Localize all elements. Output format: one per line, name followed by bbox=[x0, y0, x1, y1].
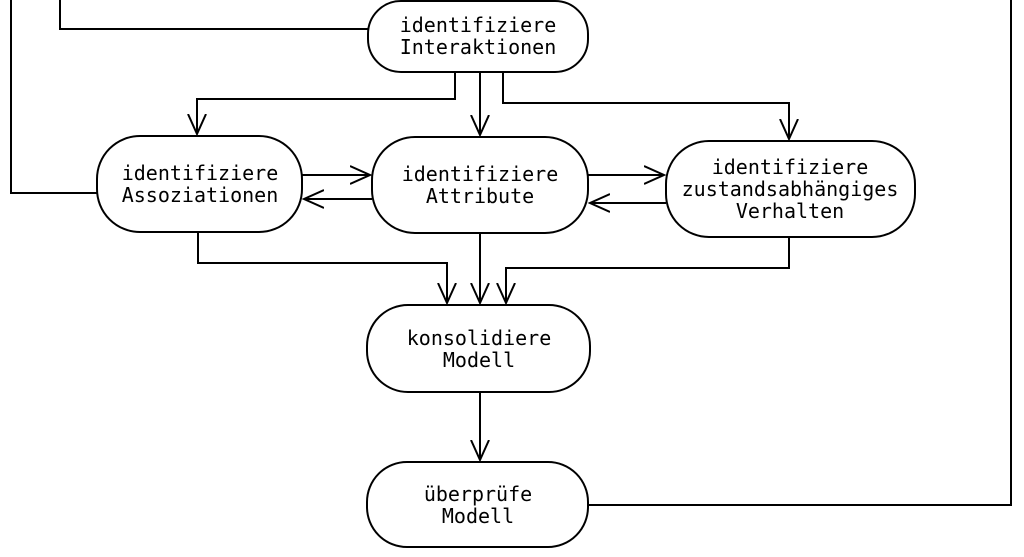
node-identifiziere-attribute bbox=[371, 136, 589, 234]
node-ueberpruefe-modell bbox=[366, 461, 589, 548]
node-konsolidiere-label-line2: Modell bbox=[443, 348, 515, 372]
node-assoziationen-label-line2: Assoziationen bbox=[122, 183, 279, 207]
edge-interaktionen-to-verhalten bbox=[502, 72, 789, 139]
node-attribute-label-line2: Attribute bbox=[426, 184, 534, 208]
node-identifiziere-zustandsabhaengiges-verhalten bbox=[665, 140, 916, 238]
edge-offscreen-to-assoziationen bbox=[10, 0, 97, 194]
node-ueberpruefe-label-line2: Modell bbox=[442, 504, 514, 528]
edge-interaktionen-to-assoziationen bbox=[197, 72, 456, 134]
edge-verhalten-to-konsolidiere bbox=[506, 237, 790, 303]
node-interaktionen-label-line2: Interaktionen bbox=[400, 35, 557, 59]
edge-offscreen-to-interaktionen bbox=[59, 0, 368, 30]
node-verhalten-label-line3: Verhalten bbox=[736, 199, 844, 223]
node-verhalten-label-line2: zustandsabhängiges bbox=[682, 177, 899, 201]
node-identifiziere-assoziationen bbox=[96, 135, 303, 233]
node-konsolidiere-label-line1: konsolidiere bbox=[407, 326, 552, 350]
edge-ueberpruefe-to-offscreen bbox=[588, 0, 1012, 506]
node-identifiziere-interaktionen bbox=[367, 0, 589, 73]
node-attribute-label-line1: identifiziere bbox=[402, 162, 559, 186]
node-verhalten-label-line1: identifiziere bbox=[712, 155, 869, 179]
node-ueberpruefe-label-line1: überprüfe bbox=[424, 482, 532, 506]
node-assoziationen-label-line1: identifiziere bbox=[122, 161, 279, 185]
edge-assoziationen-to-konsolidiere bbox=[197, 232, 447, 303]
node-interaktionen-label-line1: identifiziere bbox=[400, 13, 557, 37]
node-konsolidiere-modell bbox=[366, 304, 591, 393]
